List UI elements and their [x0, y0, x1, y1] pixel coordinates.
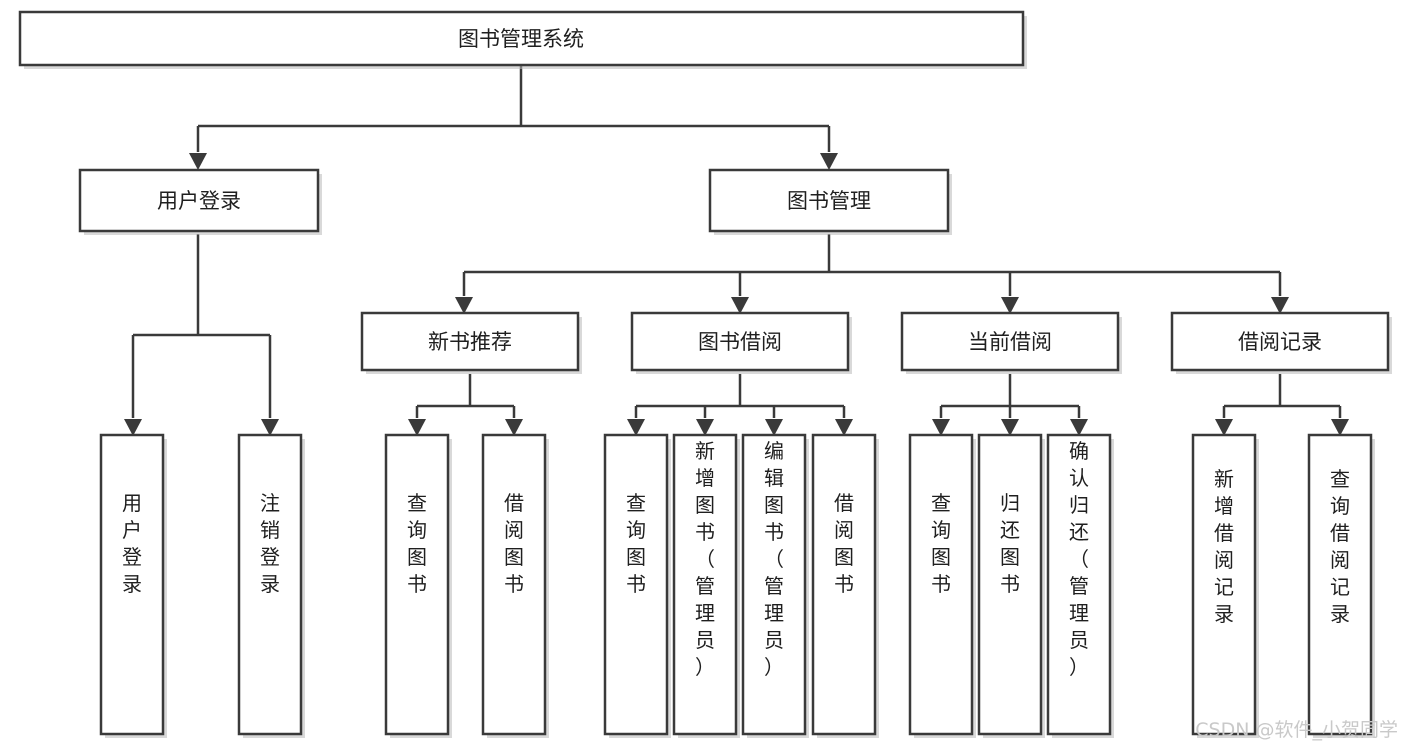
arrow-to-user-login	[189, 153, 207, 170]
leaf-logout[interactable]: 注销登录	[237, 433, 305, 738]
root-label: 图书管理系统	[458, 27, 584, 51]
arrow-to-leaf-logout	[261, 419, 279, 436]
leaf-logout-box	[237, 433, 303, 736]
leaf-recommend-query-label: 查询图书	[407, 491, 427, 596]
leaf-current-confirm-label: 确认归还（管理员）	[1069, 439, 1089, 679]
leaf-record-add-label: 新增借阅记录	[1214, 467, 1234, 626]
leaf-current-return-box	[977, 433, 1043, 736]
leaf-user-login[interactable]: 用户登录	[99, 433, 167, 738]
node-book-borrow[interactable]: 图书借阅	[630, 311, 852, 374]
leaf-borrow-edit-label: 编辑图书（管理员）	[764, 439, 784, 679]
leaf-current-query-book[interactable]: 查询图书	[908, 433, 976, 738]
leaf-borrow-add-book[interactable]: 新增图书（管理员）	[672, 433, 740, 738]
arrow-to-recommend-leaf-1	[408, 419, 426, 436]
root-box	[18, 10, 1025, 67]
arrow-to-borrow-leaf-3	[765, 419, 783, 436]
borrow-record-box	[1170, 311, 1390, 372]
node-current-borrow[interactable]: 当前借阅	[900, 311, 1122, 374]
arrow-to-current-leaf-2	[1001, 419, 1019, 436]
csdn-watermark: CSDN @软件_小贺同学	[1195, 719, 1398, 741]
leaf-user-login-box	[99, 433, 165, 736]
arrow-to-new-book-recommend	[455, 297, 473, 314]
borrow-record-label: 借阅记录	[1238, 330, 1322, 354]
node-root[interactable]: 图书管理系统	[18, 10, 1027, 69]
leaf-borrow-edit-book[interactable]: 编辑图书（管理员）	[741, 433, 809, 738]
new-book-recommend-box	[360, 311, 580, 372]
leaf-current-query-box	[908, 433, 974, 736]
user-login-label: 用户登录	[157, 189, 241, 213]
leaf-record-query-box	[1307, 433, 1373, 736]
node-new-book-recommend[interactable]: 新书推荐	[360, 311, 582, 374]
leaf-recommend-query-box	[384, 433, 450, 736]
leaf-recommend-borrow-book[interactable]: 借阅图书	[481, 433, 549, 738]
arrow-to-borrow-leaf-2	[696, 419, 714, 436]
leaf-borrow-add-label: 新增图书（管理员）	[695, 439, 715, 679]
arrow-to-record-leaf-2	[1331, 419, 1349, 436]
arrow-to-current-leaf-3	[1070, 419, 1088, 436]
node-borrow-record[interactable]: 借阅记录	[1170, 311, 1392, 374]
leaf-current-query-label: 查询图书	[931, 491, 951, 596]
leaf-record-add[interactable]: 新增借阅记录	[1191, 433, 1259, 738]
current-borrow-box	[900, 311, 1120, 372]
leaf-borrow-query-book[interactable]: 查询图书	[603, 433, 671, 738]
leaf-recommend-query-book[interactable]: 查询图书	[384, 433, 452, 738]
leaf-borrow-borrow-box	[811, 433, 877, 736]
arrow-to-borrow-leaf-4	[835, 419, 853, 436]
arrow-to-book-borrow	[731, 297, 749, 314]
node-book-manage[interactable]: 图书管理	[708, 168, 952, 235]
leaf-current-confirm-return[interactable]: 确认归还（管理员）	[1046, 433, 1114, 738]
user-login-box	[78, 168, 320, 233]
leaf-borrow-borrow-book[interactable]: 借阅图书	[811, 433, 879, 738]
leaf-borrow-edit-box	[741, 433, 807, 736]
leaf-user-login-label: 用户登录	[122, 491, 142, 596]
leaf-borrow-query-box	[603, 433, 669, 736]
book-manage-label: 图书管理	[787, 189, 871, 213]
leaf-record-query-label: 查询借阅记录	[1330, 467, 1350, 626]
arrow-to-current-borrow	[1001, 297, 1019, 314]
leaf-borrow-query-label: 查询图书	[626, 491, 646, 596]
leaf-borrow-add-box	[672, 433, 738, 736]
arrow-to-recommend-leaf-2	[505, 419, 523, 436]
new-book-recommend-label: 新书推荐	[428, 330, 512, 354]
node-user-login[interactable]: 用户登录	[78, 168, 322, 235]
leaf-record-query[interactable]: 查询借阅记录	[1307, 433, 1375, 738]
arrow-to-borrow-record	[1271, 297, 1289, 314]
book-manage-box	[708, 168, 950, 233]
arrow-to-current-leaf-1	[932, 419, 950, 436]
leaf-record-add-box	[1191, 433, 1257, 736]
arrow-to-borrow-leaf-1	[627, 419, 645, 436]
book-borrow-label: 图书借阅	[698, 330, 782, 354]
current-borrow-label: 当前借阅	[968, 330, 1052, 354]
arrow-to-record-leaf-1	[1215, 419, 1233, 436]
leaf-recommend-borrow-box	[481, 433, 547, 736]
leaf-logout-label: 注销登录	[260, 491, 280, 596]
connector-layer	[124, 66, 1349, 436]
leaf-current-return-book[interactable]: 归还图书	[977, 433, 1045, 738]
leaf-current-return-label: 归还图书	[1000, 491, 1020, 596]
leaf-current-confirm-box	[1046, 433, 1112, 736]
leaf-borrow-borrow-label: 借阅图书	[834, 491, 854, 596]
arrow-to-book-manage	[820, 153, 838, 170]
arrow-to-leaf-user-login	[124, 419, 142, 436]
book-borrow-box	[630, 311, 850, 372]
leaf-recommend-borrow-label: 借阅图书	[504, 491, 524, 596]
